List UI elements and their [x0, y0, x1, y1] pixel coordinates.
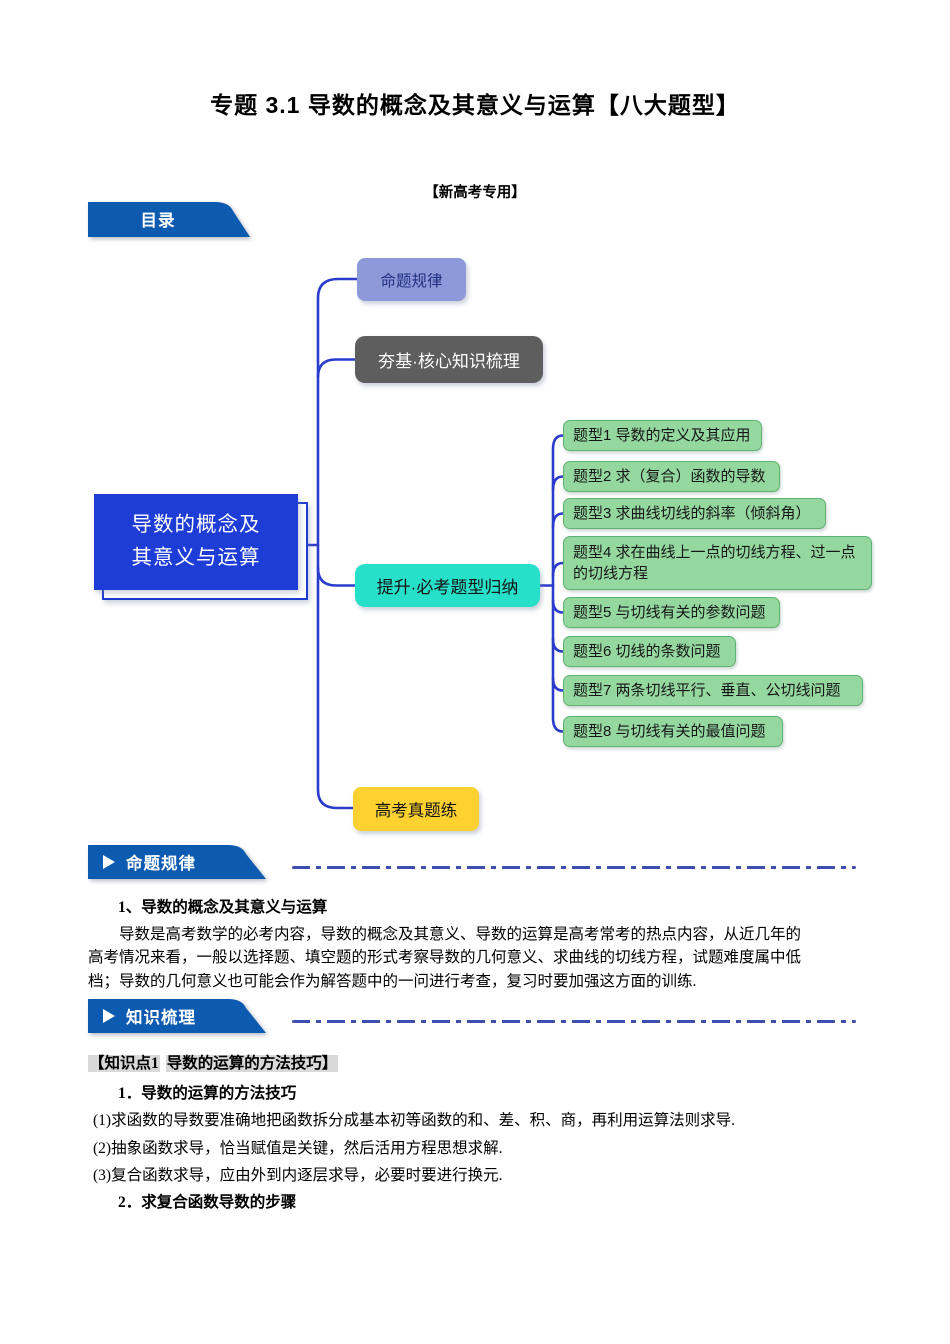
topic-node-4: 题型4 求在曲线上一点的切线方程、过一点 的切线方程: [563, 536, 872, 590]
play-icon: [103, 855, 115, 869]
method-point-3: (3)复合函数求导，应由外到内逐层求导，必要时要进行换元.: [93, 1167, 503, 1184]
paragraph-line: 高考情况来看，一般以选择题、填空题的形式考察导数的几何意义、求曲线的切线方程，试…: [88, 949, 802, 967]
rules-banner-label: 命题规律: [126, 855, 196, 873]
root-node-line1: 导数的概念及: [131, 513, 261, 537]
play-icon: [103, 1009, 115, 1023]
method-point-2: (2)抽象函数求导，恰当赋值是关键，然后活用方程思想求解.: [93, 1140, 503, 1157]
rules-dash-divider: [292, 866, 856, 869]
method-heading-2: 2．求复合函数导数的步骤: [118, 1194, 297, 1211]
rules-paragraph: 导数是高考数学的必考内容，导数的概念及其意义、导数的运算是高考常考的热点内容，从…: [88, 923, 866, 993]
rules-section-banner: 命题规律: [88, 845, 266, 879]
page-title: 专题 3.1 导数的概念及其意义与运算【八大题型】: [210, 92, 740, 118]
knowledge-dash-divider: [292, 1020, 856, 1023]
topic-node-5: 题型5 与切线有关的参数问题: [563, 597, 780, 628]
topic-node-7: 题型7 两条切线平行、垂直、公切线问题: [563, 675, 863, 706]
branch-node-hengji: 夯基·核心知识梳理: [355, 336, 543, 383]
topic-node-3: 题型3 求曲线切线的斜率（倾斜角）: [563, 498, 826, 529]
paragraph-line: 导数是高考数学的必考内容，导数的概念及其意义、导数的运算是高考常考的热点内容，从…: [119, 926, 802, 943]
root-node-line2: 其意义与运算: [131, 546, 261, 569]
branch-node-tisheng: 提升·必考题型归纳: [355, 564, 540, 607]
topic-node-8: 题型8 与切线有关的最值问题: [563, 716, 783, 747]
topic-node-2: 题型2 求（复合）函数的导数: [563, 461, 780, 492]
topic-node-1: 题型1 导数的定义及其应用: [563, 420, 762, 451]
banner-shape-icon: [88, 202, 250, 237]
branch-node-gaokao: 高考真题练: [353, 787, 479, 831]
banner-shape-icon: [88, 845, 266, 879]
paragraph-line: 档；导数的几何意义也可能会作为解答题中的一问进行考查，复习时要加强这方面的训练.: [88, 972, 697, 990]
toc-banner-label: 目录: [140, 212, 176, 230]
toc-banner: 目录: [88, 202, 250, 237]
knowledge-point-header: 【知识点1 导数的运算的方法技巧】: [88, 1052, 339, 1075]
rules-heading: 1、导数的概念及其意义与运算: [118, 899, 328, 916]
method-point-1: (1)求函数的导数要准确地把函数拆分成基本初等函数的和、差、积、商，再利用运算法…: [93, 1112, 735, 1129]
banner-shape-icon: [88, 999, 266, 1033]
page-subtitle: 【新高考专用】: [424, 185, 526, 201]
root-node: 导数的概念及 其意义与运算: [94, 494, 298, 590]
branch-node-mingtiguilv: 命题规律: [357, 258, 466, 301]
knowledge-point-header-right: 导数的运算的方法技巧】: [165, 1055, 339, 1072]
method-heading-1: 1．导数的运算的方法技巧: [118, 1085, 297, 1102]
topic-node-6: 题型6 切线的条数问题: [563, 636, 736, 667]
knowledge-banner-label: 知识梳理: [126, 1009, 196, 1027]
knowledge-section-banner: 知识梳理: [88, 999, 266, 1033]
knowledge-point-header-left: 【知识点1: [88, 1055, 160, 1072]
